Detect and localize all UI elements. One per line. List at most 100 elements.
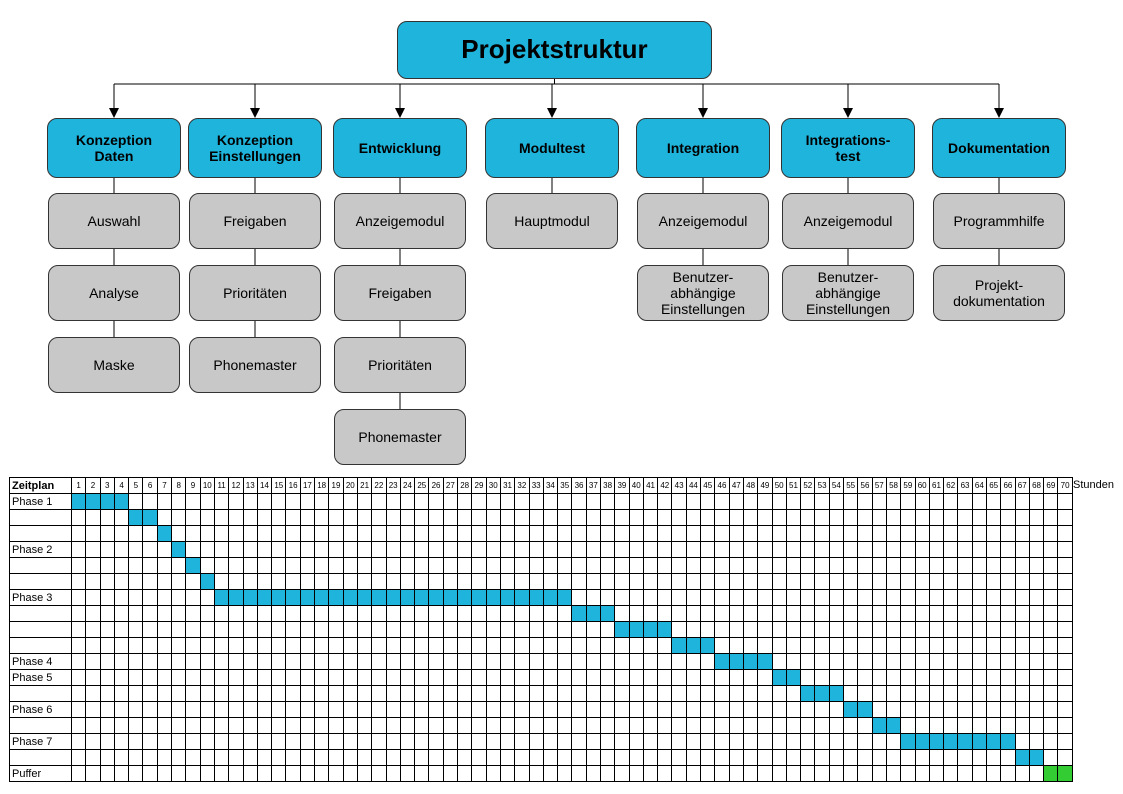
gantt-cell [785, 749, 802, 766]
gantt-cell [385, 509, 401, 526]
gantt-cell [685, 749, 702, 766]
gantt-cell [599, 685, 616, 702]
gantt-cell [642, 733, 659, 750]
gantt-cell [299, 541, 316, 558]
task-bar-cell [614, 621, 630, 638]
gantt-cell [271, 525, 287, 542]
gantt-cell [113, 637, 130, 654]
gantt-cell [242, 669, 258, 686]
gantt-cell [528, 701, 544, 718]
gantt-cell [285, 573, 301, 590]
gantt-cell [242, 717, 258, 734]
gantt-cell [256, 717, 273, 734]
gantt-cell [657, 701, 673, 718]
gantt-cell [356, 605, 373, 622]
gantt-cell [171, 493, 187, 510]
gantt-cell [457, 525, 473, 542]
gantt-cell [685, 493, 702, 510]
gantt-cell [857, 669, 873, 686]
gantt-cell [285, 701, 301, 718]
gantt-cell [499, 541, 516, 558]
task-bar-cell [356, 589, 373, 606]
gantt-cell [742, 765, 759, 782]
gantt-cell [628, 573, 644, 590]
gantt-cell [571, 733, 587, 750]
gantt-cell [700, 605, 716, 622]
gantt-cell [485, 685, 501, 702]
gantt-cell [771, 557, 787, 574]
gantt-cell [142, 541, 158, 558]
gantt-row-label [9, 621, 72, 638]
gantt-cell [685, 589, 702, 606]
hour-tick-18: 18 [314, 477, 330, 494]
gantt-row-label [9, 749, 72, 766]
branch-arrow-1 [250, 108, 260, 118]
gantt-cell [542, 749, 559, 766]
gantt-cell [199, 621, 215, 638]
gantt-cell [242, 749, 258, 766]
gantt-cell [514, 525, 530, 542]
gantt-cell [571, 717, 587, 734]
gantt-cell [171, 621, 187, 638]
gantt-cell [885, 605, 902, 622]
gantt-cell [985, 653, 1002, 670]
gantt-cell [471, 749, 487, 766]
gantt-cell [614, 589, 630, 606]
gantt-cell [85, 589, 101, 606]
gantt-cell [985, 557, 1002, 574]
hour-tick-24: 24 [399, 477, 416, 494]
gantt-row: Phase 4 [9, 653, 1073, 670]
gantt-cell [70, 733, 87, 750]
gantt-cell [314, 573, 330, 590]
gantt-cell [785, 653, 802, 670]
gantt-cell [271, 653, 287, 670]
gantt-cell [771, 637, 787, 654]
gantt-cell [499, 749, 516, 766]
hour-tick-63: 63 [957, 477, 973, 494]
gantt-cell [514, 605, 530, 622]
gantt-cell [943, 573, 959, 590]
gantt-cell [528, 637, 544, 654]
gantt-cell [700, 525, 716, 542]
gantt-cell [299, 685, 316, 702]
gantt-cell [728, 525, 744, 542]
gantt-cell [943, 749, 959, 766]
gantt-cell [399, 685, 416, 702]
gantt-cell [399, 621, 416, 638]
gantt-cell [314, 701, 330, 718]
gantt-cell [599, 509, 616, 526]
gantt-cell [342, 717, 358, 734]
gantt-cell [228, 669, 244, 686]
gantt-cell [299, 525, 316, 542]
gantt-cell [328, 621, 344, 638]
task-bar-cell [514, 589, 530, 606]
gantt-cell [843, 605, 859, 622]
gantt-cell [985, 589, 1002, 606]
gantt-cell [928, 717, 945, 734]
gantt-cell [342, 637, 358, 654]
task-bar-cell [971, 733, 988, 750]
gantt-cell [714, 557, 730, 574]
gantt-cell [885, 765, 902, 782]
hour-tick-67: 67 [1014, 477, 1030, 494]
gantt-cell [657, 525, 673, 542]
gantt-cell [399, 717, 416, 734]
gantt-cell [142, 525, 158, 542]
gantt-cell [399, 541, 416, 558]
gantt-cell [256, 701, 273, 718]
gantt-cell [685, 701, 702, 718]
gantt-unit-label: Stunden [1073, 479, 1114, 491]
gantt-cell [228, 765, 244, 782]
gantt-cell [285, 653, 301, 670]
gantt-cell [99, 637, 115, 654]
gantt-cell [499, 525, 516, 542]
gantt-cell [371, 621, 387, 638]
gantt-cell [771, 605, 787, 622]
gantt-cell [285, 765, 301, 782]
gantt-cell [985, 717, 1002, 734]
gantt-cell [742, 605, 759, 622]
gantt-cell [85, 637, 101, 654]
gantt-cell [800, 493, 816, 510]
gantt-cell [428, 541, 444, 558]
gantt-cell [128, 765, 144, 782]
